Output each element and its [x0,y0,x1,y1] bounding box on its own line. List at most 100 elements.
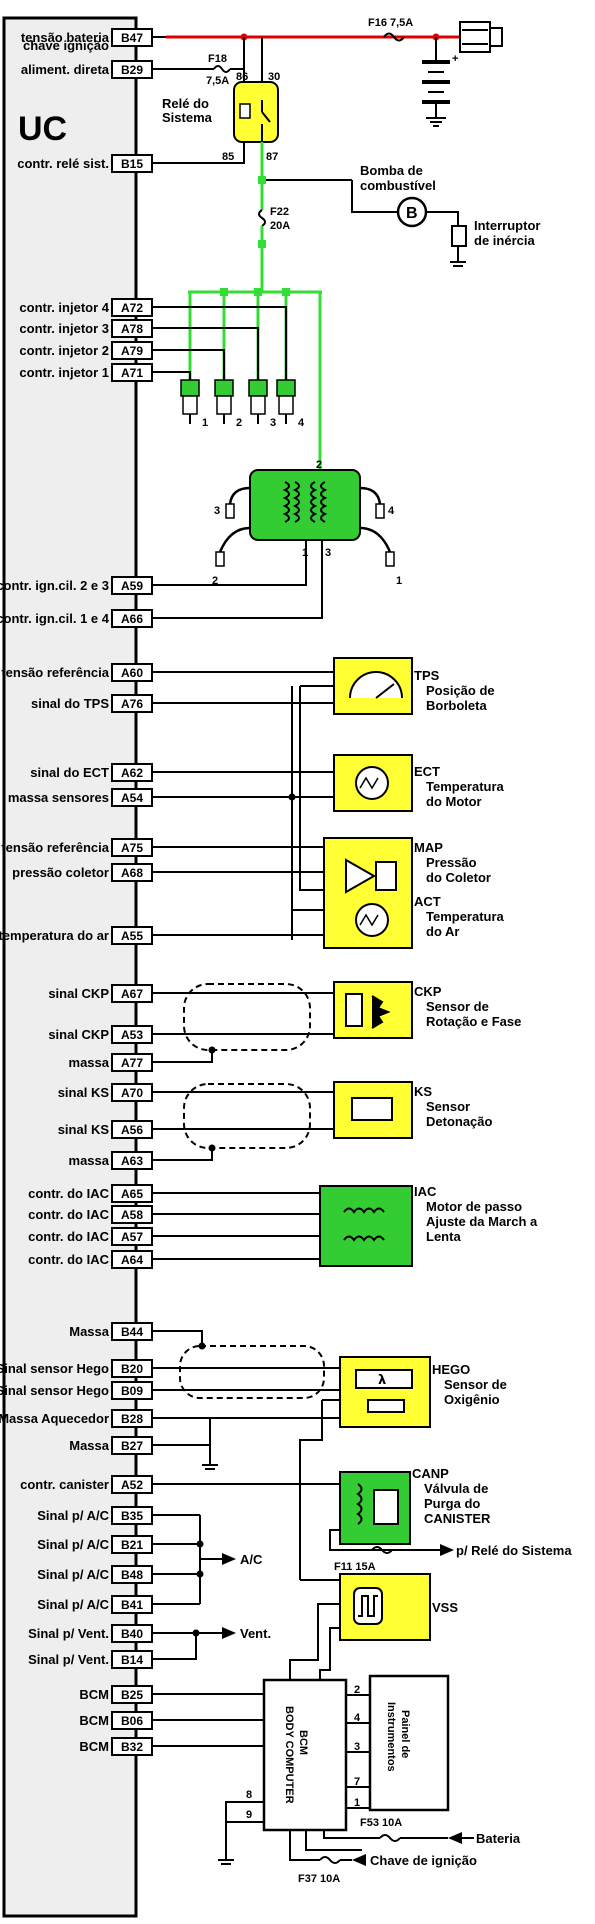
pin-code-b20: B20 [121,1362,143,1376]
bcm-module [262,1678,348,1832]
hego-section: λ [166,1330,431,1580]
pin-label-a64: contr. do IAC [28,1252,110,1267]
sensor-ckp-label-0: CKP [414,984,442,999]
pin-code-b40: B40 [121,1627,143,1641]
sensor-iac-label-1: Motor de passo [426,1199,522,1214]
bcm-pin-8: 8 [246,1789,252,1801]
pin-label-a66: contr. ign.cil. 1 e 4 [0,611,110,626]
pin-code-b28: B28 [121,1412,143,1426]
pin-label-a58: contr. do IAC [28,1207,110,1222]
shielded-cable [179,1345,325,1399]
sensor-iac-label-2: Ajuste da March a [426,1214,538,1229]
pin-label-a62: sinal do ECT [30,765,109,780]
painel-pin-3: 3 [354,1741,360,1753]
relay-name-2: Sistema [162,110,213,125]
coil-cylinder-4: 4 [388,505,395,517]
pin-code-a76: A76 [121,697,143,711]
pin-label-b47: tensão bateria [21,30,110,45]
pin-code-a62: A62 [121,766,143,780]
coil-cylinder-2: 2 [212,575,218,587]
system-relay [233,81,279,143]
pin-label-b41: Sinal p/ A/C [37,1597,109,1612]
spark-plug-icon [215,551,225,567]
pin-label-b14: Sinal p/ Vent. [28,1652,109,1667]
pin-label-b32: BCM [79,1739,109,1754]
pin-code-a71: A71 [121,366,143,380]
pin-code-a70: A70 [121,1086,143,1100]
pin-code-a52: A52 [121,1478,143,1492]
arrow-icon [440,1544,454,1556]
relay-pin-86: 86 [236,71,248,83]
injector-body [278,395,294,415]
pin-code-a60: A60 [121,666,143,680]
pin-code-b29: B29 [121,63,143,77]
pin-code-a67: A67 [121,987,143,1001]
pin-label-a52: contr. canister [20,1477,109,1492]
ac-vent-section: A/C Vent. [166,1514,271,1660]
pin-code-b15: B15 [121,157,143,171]
pin-label-chave-ignicao: chave ignição [23,38,109,53]
potentiometer-icon [349,671,403,699]
pin-label-a70: sinal KS [58,1085,110,1100]
fuse-f16-label: F16 7,5A [368,17,413,29]
ac-label: A/C [240,1552,263,1567]
pin-code-b27: B27 [121,1439,143,1453]
pin-label-a57: contr. do IAC [28,1229,110,1244]
bcm-pin-9: 9 [246,1809,252,1821]
coil-cylinder-1: 1 [396,575,402,587]
sensor-map-label-1: Pressão [426,855,477,870]
sensor-canp-label-0: CANP [412,1466,449,1481]
canp-section: p/ Relé do Sistema F11 15A [166,1471,572,1573]
fuse-f37-label: F37 10A [298,1873,340,1885]
fuse-f11-label: F11 15A [334,1561,376,1573]
pin-label-b29: aliment. direta [21,62,110,77]
injector-body [182,395,198,415]
pin-code-a65: A65 [121,1187,143,1201]
arrow-icon [448,1832,462,1844]
bcm-subtitle: BODY COMPUTER [283,1706,295,1804]
pin-label-a54: massa sensores [8,790,109,805]
painel-pin-4: 4 [354,1712,361,1724]
pin-label-b20: Sinal sensor Hego [0,1361,109,1376]
pin-label-b06: BCM [79,1713,109,1728]
injector-3-icon [248,379,268,397]
relay-pin-87: 87 [266,151,278,163]
vss-section [289,1573,431,1680]
pin-label-a67: sinal CKP [48,986,109,1001]
chave-label: Chave de ignição [370,1853,477,1868]
inertia-name-2: de inércia [474,233,535,248]
pin-label-a75: tensão referência [1,840,109,855]
coil-pin-3: 3 [325,547,331,559]
power-section: F16 7,5A + F18 7,5A [162,17,503,164]
heater-resistor-icon [367,1399,405,1413]
sensor-hego-label-1: Sensor de [444,1377,507,1392]
pin-code-a64: A64 [121,1253,143,1267]
pin-code-a68: A68 [121,866,143,880]
fuse-f18-label: F18 [208,53,227,65]
coil-winding-icon [343,1235,385,1242]
pin-code-b41: B41 [121,1598,143,1612]
sensor-vss-label-0: VSS [432,1600,458,1615]
arrow-icon [352,1854,366,1866]
pin-label-b21: Sinal p/ A/C [37,1537,109,1552]
injector-body [250,395,266,415]
fuel-feed-section: F22 20A B Bomba de combustível Interrupt… [188,142,540,470]
fuse-f22-label: F22 [270,206,289,218]
pulse-icon [358,1595,378,1617]
painel-subtitle: Instrumentos [385,1702,397,1772]
coil-winding-icon [356,1483,363,1525]
injector-1-icon [180,379,200,397]
injector-number-2: 2 [236,417,242,429]
pin-code-b14: B14 [121,1653,143,1667]
pin-label-a76: sinal do TPS [31,696,109,711]
fuel-pump-symbol: B [406,205,418,222]
battery-icon: + [422,53,458,127]
coil-winding-icon [343,1207,385,1214]
arrow-icon [222,1627,236,1639]
sensor-ect-label-0: ECT [414,764,440,779]
pin-label-b48: Sinal p/ A/C [37,1567,109,1582]
sensor-tps-label-1: Posição de [426,683,495,698]
pin-code-b47: B47 [121,31,143,45]
